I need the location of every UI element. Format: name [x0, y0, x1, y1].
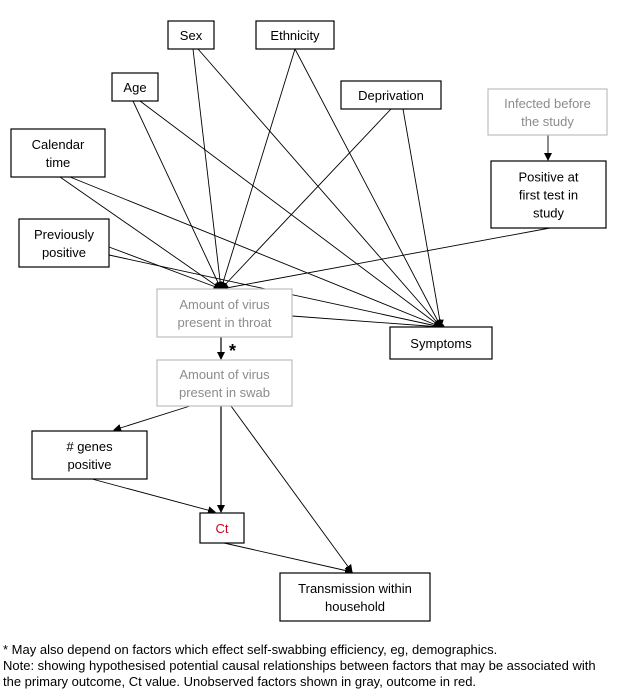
node-box	[340, 80, 442, 110]
edge-positive-first-to-virus-throat	[220, 227, 551, 292]
node-box	[167, 20, 215, 50]
edge-label-asterisk: *	[229, 341, 236, 361]
node-ethnicity: Ethnicity	[255, 20, 335, 50]
node-box	[111, 72, 159, 102]
node-box	[10, 128, 106, 178]
node-box	[31, 430, 148, 480]
edge-virus-swab-to-transmission	[230, 405, 353, 573]
edge-calendar-time-to-virus-throat	[59, 176, 222, 290]
node-sex: Sex	[167, 20, 215, 50]
node-deprivation: Deprivation	[340, 80, 442, 110]
node-box	[18, 218, 110, 268]
edge-deprivation-to-virus-throat	[220, 108, 392, 290]
node-label-line: positive	[42, 245, 86, 260]
node-box	[156, 359, 293, 407]
edge-sex-to-symptoms	[197, 48, 442, 328]
node-label-line: household	[325, 599, 385, 614]
edges-layer: *	[59, 48, 552, 575]
node-box	[156, 288, 293, 338]
edge-virus-throat-to-symptoms	[291, 315, 442, 331]
node-label-line: Transmission within	[298, 581, 412, 596]
node-virus-throat: Amount of virus present in throat	[156, 288, 293, 338]
node-age: Age	[111, 72, 159, 102]
node-box	[199, 512, 245, 544]
edge-ethnicity-to-virus-throat	[219, 48, 296, 290]
node-positive-first: Positive at first test in study	[490, 160, 607, 229]
edge-age-to-symptoms	[139, 100, 442, 328]
node-box	[490, 160, 607, 229]
edge-ct-to-transmission	[223, 542, 353, 575]
node-box	[487, 88, 608, 136]
node-box	[255, 20, 335, 50]
node-box	[389, 326, 493, 360]
edge-deprivation-to-symptoms	[402, 108, 444, 328]
edge-calendar-time-to-symptoms	[69, 176, 442, 329]
node-label-line: Sex	[180, 28, 203, 43]
diagram-note: Note: showing hypothesised potential cau…	[3, 658, 596, 689]
node-label-line: first test in	[519, 188, 578, 203]
edge-sex-to-virus-throat	[192, 48, 225, 290]
node-label-line: Amount of virus	[179, 297, 270, 312]
node-label-line: the study	[521, 114, 574, 129]
node-calendar-time: Calendar time	[10, 128, 106, 178]
node-label-line: Ct	[216, 521, 229, 536]
edge-previously-positive-to-virus-throat	[108, 246, 222, 291]
node-label-line: Infected before	[504, 96, 591, 111]
node-label-line: Amount of virus	[179, 367, 270, 382]
node-label-line: Calendar	[32, 137, 85, 152]
node-label-line: Deprivation	[358, 88, 424, 103]
edge-genes-positive-to-ct	[91, 478, 216, 515]
node-genes-positive: # genes positive	[31, 430, 148, 480]
node-label-line: study	[533, 206, 565, 221]
node-label-line: present in throat	[178, 315, 272, 330]
node-label-line: # genes	[66, 439, 113, 454]
node-label-line: Age	[123, 80, 146, 95]
node-label-line: Ethnicity	[270, 28, 320, 43]
node-ct: Ct	[199, 512, 245, 544]
node-transmission: Transmission within household	[279, 572, 431, 622]
edge-ethnicity-to-symptoms	[294, 48, 442, 328]
node-previously-positive: Previously positive	[18, 218, 110, 268]
node-label-line: time	[46, 155, 71, 170]
asterisk-footnote: * May also depend on factors which effec…	[3, 642, 498, 657]
node-label-line: positive	[67, 457, 111, 472]
node-label-line: Symptoms	[410, 336, 472, 351]
node-virus-swab: Amount of virus present in swab	[156, 359, 293, 407]
edge-virus-swab-to-genes-positive	[113, 405, 191, 432]
edge-age-to-virus-throat	[132, 100, 222, 290]
node-label-line: Previously	[34, 227, 94, 242]
node-box	[279, 572, 431, 622]
node-label-line: present in swab	[179, 385, 270, 400]
node-symptoms: Symptoms	[389, 326, 493, 360]
node-infected-before: Infected before the study	[487, 88, 608, 136]
node-label-line: Positive at	[519, 170, 579, 185]
